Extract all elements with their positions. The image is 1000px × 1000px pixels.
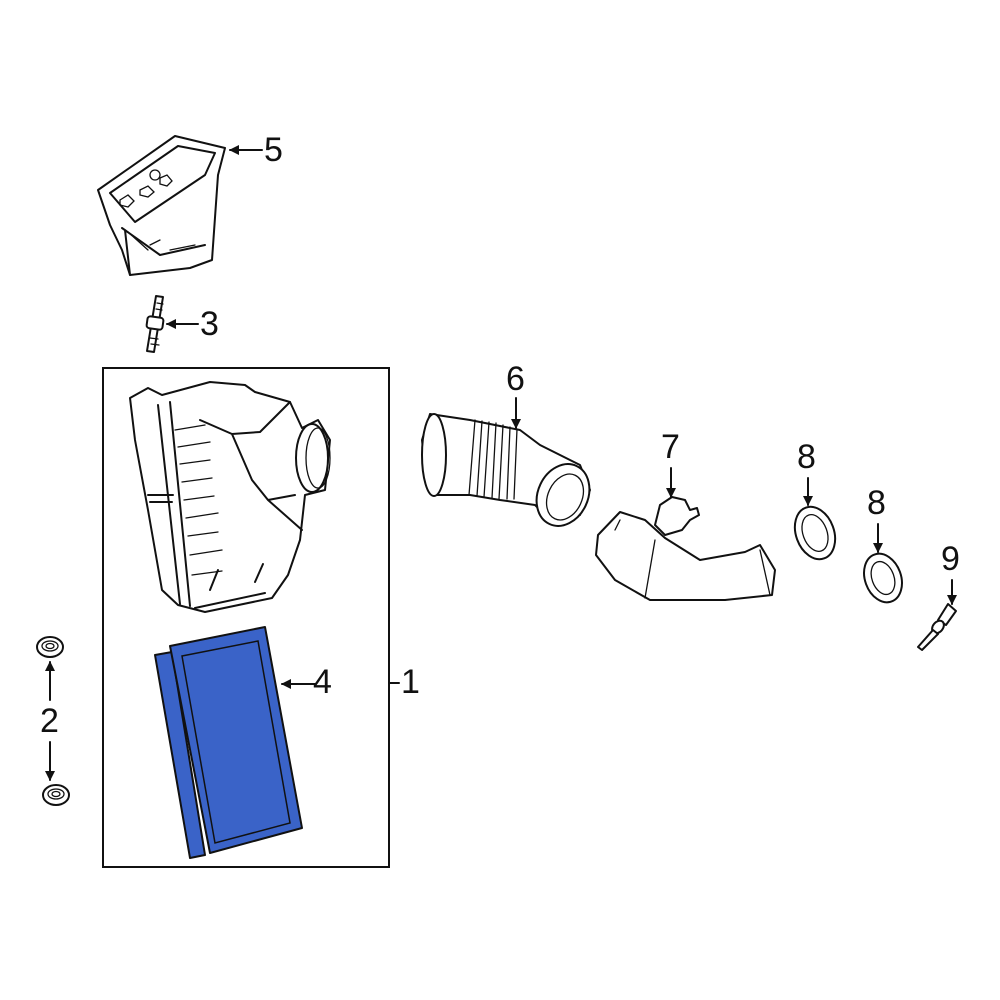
part-8-seal-2[interactable] — [858, 548, 909, 607]
part-4-air-filter[interactable] — [154, 626, 303, 859]
callout-1[interactable]: 1 — [401, 663, 420, 701]
part-6-outlet-hose[interactable] — [421, 413, 599, 535]
part-8-seal-1[interactable] — [788, 501, 842, 565]
part-7-outlet-tube[interactable] — [595, 496, 776, 601]
part-3-stud[interactable] — [145, 295, 165, 353]
callout-8b[interactable]: 8 — [867, 484, 886, 522]
callout-2[interactable]: 2 — [40, 702, 59, 740]
callout-6[interactable]: 6 — [506, 360, 525, 398]
part-5-air-inlet-duct[interactable] — [97, 135, 226, 276]
part-1-air-cleaner-housing[interactable] — [129, 381, 331, 613]
assembly-1-frame — [102, 367, 390, 868]
callout-4[interactable]: 4 — [313, 663, 332, 701]
part-2-grommet-bottom[interactable] — [42, 784, 70, 806]
callout-8a[interactable]: 8 — [797, 438, 816, 476]
callout-5[interactable]: 5 — [264, 131, 283, 169]
part-9-sensor[interactable] — [917, 603, 957, 651]
callout-3[interactable]: 3 — [200, 305, 219, 343]
callout-7[interactable]: 7 — [661, 428, 680, 466]
callout-9[interactable]: 9 — [941, 540, 960, 578]
part-2-grommet-top[interactable] — [36, 636, 64, 658]
